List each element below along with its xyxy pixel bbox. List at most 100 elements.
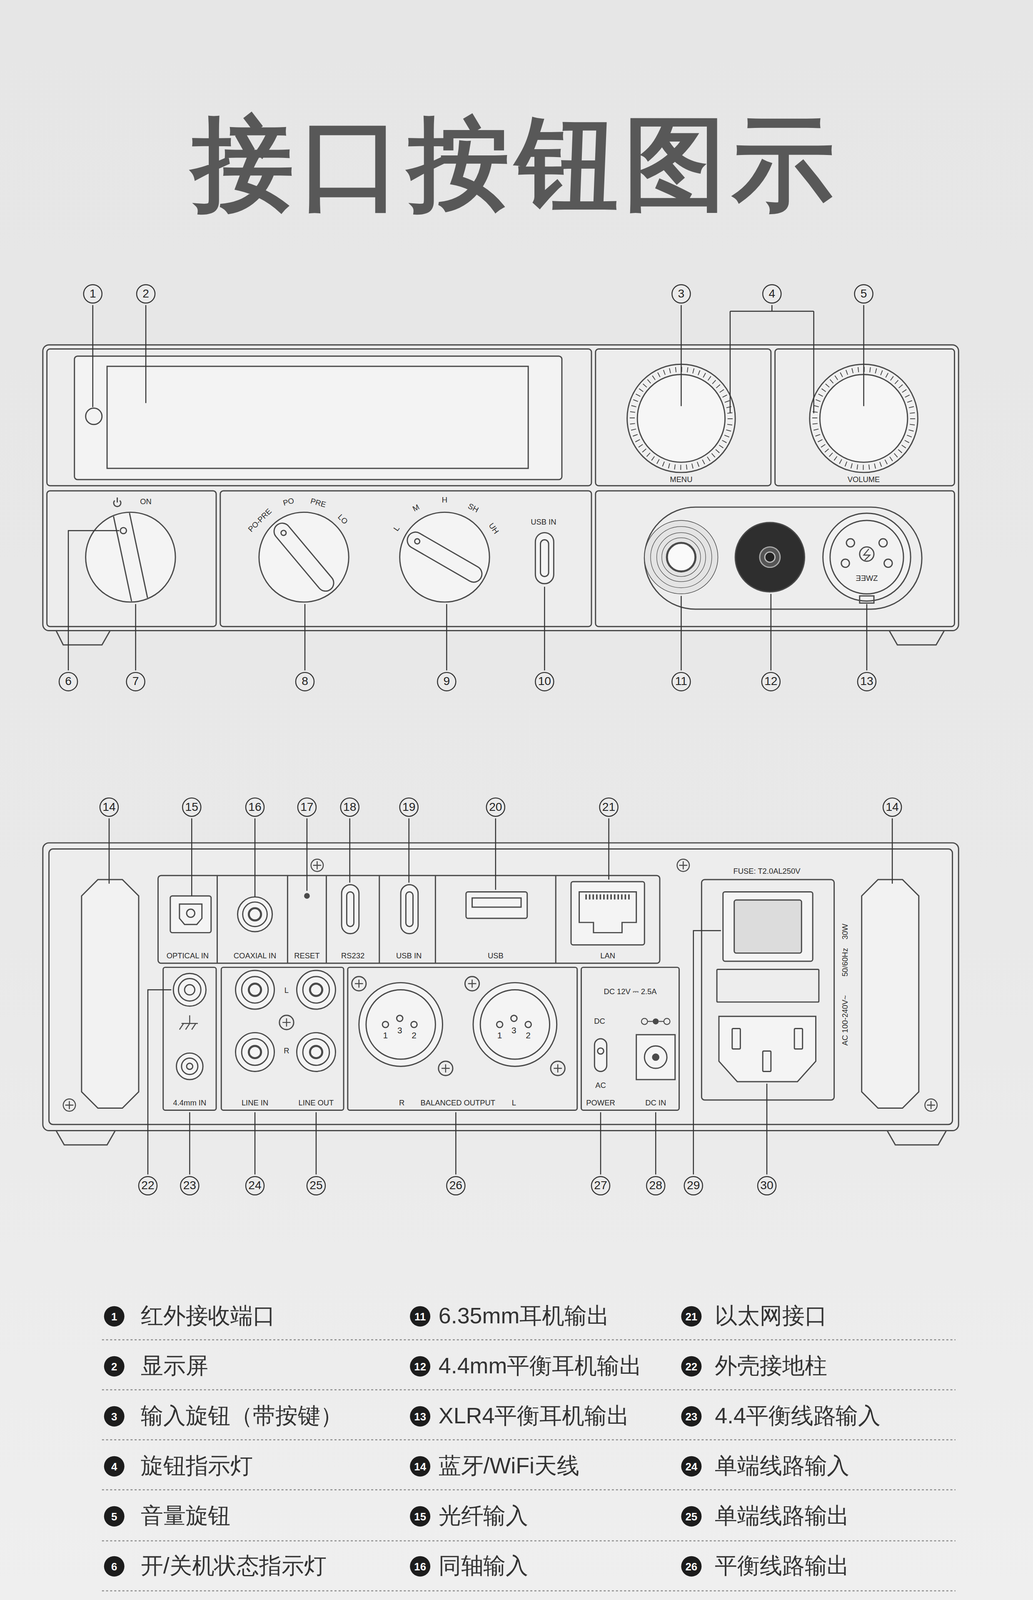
table-separator (102, 1589, 956, 1591)
page-title: 接口按钮图示 (191, 112, 841, 215)
headphone-outputs (859, 595, 874, 603)
callout-number: 14 (882, 797, 903, 817)
item-number: 5 (104, 1505, 125, 1527)
front-leader-lines (92, 304, 94, 407)
front-panel (595, 490, 955, 627)
pin-number: 2 (525, 1030, 531, 1040)
panel-label: RS232 (341, 952, 365, 960)
front-panel (889, 630, 945, 645)
item-description: 平衡线路输出 (714, 1554, 850, 1577)
panel-label: L (392, 524, 402, 533)
callout-number: 5 (853, 284, 874, 304)
analog-io-ports (235, 1032, 275, 1071)
gain-selector-knob (399, 511, 490, 602)
headphone-outputs (846, 538, 855, 547)
power-section (641, 1018, 648, 1025)
headphone-outputs (759, 546, 781, 568)
item-number: 2 (104, 1355, 125, 1377)
panel-label: M (411, 503, 421, 513)
screw (678, 860, 688, 870)
item-description: XLR4平衡耳机输出 (438, 1404, 630, 1428)
power-section (723, 891, 813, 961)
analog-io-ports (221, 967, 344, 1111)
power-section (701, 879, 834, 1100)
rear-panel (56, 1130, 116, 1145)
callout-number: 4 (762, 284, 782, 304)
analog-io-ports (441, 1063, 450, 1073)
front-leader-lines (863, 304, 864, 406)
analog-io-ports (511, 1015, 518, 1022)
rear-leader-lines (306, 818, 308, 891)
digital-io-ports (466, 891, 528, 919)
item-number: 1 (104, 1305, 125, 1327)
panel-label: DC (593, 1017, 606, 1025)
analog-io-ports (553, 1063, 562, 1073)
analog-io-ports (411, 1020, 418, 1028)
item-description: 以太网接口 (714, 1304, 827, 1328)
panel-label: SH (466, 501, 480, 514)
callout-number: 29 (683, 1175, 704, 1196)
callout-number: 30 (757, 1175, 777, 1196)
callout-number: 17 (297, 797, 317, 817)
analog-io-ports (181, 1057, 198, 1075)
analog-io-ports (396, 1015, 403, 1022)
panel-label: 50/60Hz (841, 947, 849, 976)
rear-panel (42, 842, 959, 1131)
item-description: 开/关机状态指示灯 (140, 1554, 327, 1577)
panel-label: POWER (586, 1098, 615, 1107)
front-leader-lines (304, 603, 306, 671)
display-screen (74, 356, 562, 480)
analog-io-ports (296, 1032, 336, 1071)
panel-label: DC IN (645, 1098, 667, 1107)
usb-c-port (540, 539, 549, 577)
output-selector-knob (270, 519, 337, 595)
power-knob (129, 512, 148, 598)
analog-io-ports (382, 1020, 389, 1028)
callout-number: 18 (339, 797, 360, 817)
callout-number: 27 (591, 1175, 611, 1196)
digital-io-ports (304, 893, 310, 899)
item-description: 光纤输入 (438, 1504, 529, 1528)
front-leader-lines (145, 304, 147, 403)
digital-io-ports (157, 875, 660, 964)
usb-c-port (535, 532, 554, 584)
front-panel (775, 349, 955, 486)
analog-io-ports (438, 1060, 453, 1076)
callout-number: 8 (295, 671, 315, 692)
power-section (716, 969, 819, 1002)
front-leader-lines (68, 304, 867, 671)
display-screen (74, 356, 562, 480)
power-section (653, 1018, 659, 1024)
item-number: 4 (104, 1455, 125, 1477)
analog-io-ports (173, 973, 206, 1006)
rear-leader-lines (891, 818, 893, 884)
item-number: 6 (104, 1555, 125, 1577)
item-description: 4.4平衡线路输入 (714, 1404, 881, 1428)
table-separator (102, 1388, 956, 1390)
analog-io-ports (179, 1015, 198, 1030)
item-description: 同轴输入 (438, 1554, 529, 1577)
item-description: 外壳接地柱 (714, 1354, 827, 1378)
callout-number: 25 (306, 1175, 327, 1196)
panel-label: RESET (294, 952, 320, 960)
panel-label: 30W (841, 923, 849, 940)
item-description: 蓝牙/WiFi天线 (438, 1454, 580, 1478)
digital-io-ports (186, 908, 195, 918)
item-description: 红外接收端口 (140, 1304, 276, 1328)
headphone-outputs (735, 522, 805, 592)
power-knob (113, 497, 121, 507)
panel-label: 4.4mm IN (173, 1098, 207, 1107)
analog-io-ports (354, 979, 364, 988)
callout-number: 21 (598, 797, 619, 817)
digital-io-ports (472, 897, 522, 907)
item-number: 13 (409, 1405, 431, 1427)
headphone-outputs (859, 546, 874, 562)
power-knob (85, 511, 176, 602)
analog-io-ports (473, 982, 557, 1066)
power-knob (113, 512, 148, 602)
item-number: 15 (409, 1505, 431, 1527)
usb-c-port (535, 532, 554, 584)
item-number: 12 (409, 1355, 431, 1377)
pin-number: 3 (397, 1025, 403, 1035)
pin-number: 1 (383, 1030, 389, 1040)
